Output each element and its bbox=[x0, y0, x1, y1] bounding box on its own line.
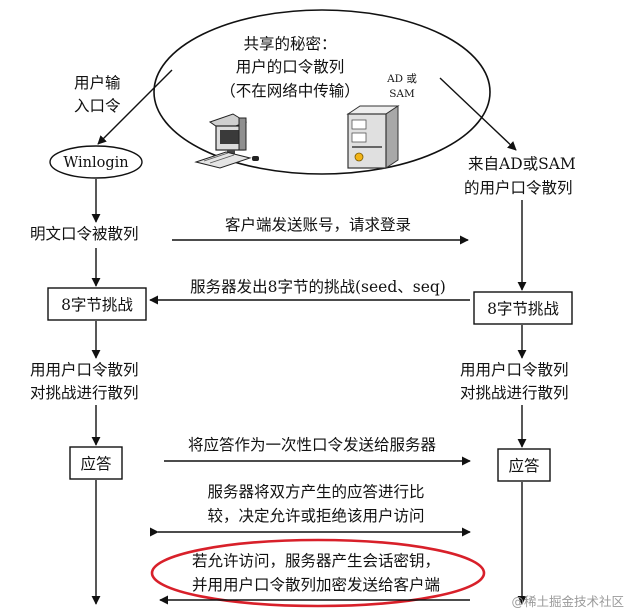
server-challenge-label: 8字节挑战 bbox=[487, 300, 559, 318]
winlogin-ellipse bbox=[49, 145, 143, 179]
client-respond-line-2: 对挑战进行散列 bbox=[30, 384, 139, 402]
server-answer-label: 应答 bbox=[508, 456, 540, 475]
watermark: @稀土掘金技术社区 bbox=[511, 594, 624, 609]
shared-secret-ellipse bbox=[153, 9, 491, 175]
winlogin-label: Winlogin bbox=[63, 155, 128, 171]
server-source-line-2: 的用户口令散列 bbox=[464, 179, 573, 197]
client-hash-step: 明文口令被散列 bbox=[30, 225, 139, 243]
message-session-line-2: 并用用户口令散列加密发送给客户端 bbox=[192, 576, 440, 594]
server-source-line-1: 来自AD或SAM bbox=[468, 155, 576, 173]
message-login: 客户端发送账号，请求登录 bbox=[225, 216, 411, 234]
client-answer-label: 应答 bbox=[80, 454, 112, 473]
server-challenge-box bbox=[473, 291, 573, 325]
session-key-highlight bbox=[150, 538, 486, 608]
secret-line-1: 共享的秘密： bbox=[243, 35, 336, 53]
secret-line-3: （不在网络中传输） bbox=[220, 82, 360, 100]
client-answer-box bbox=[69, 446, 123, 480]
server-label-line-2: SAM bbox=[389, 88, 415, 100]
client-respond-line-1: 用用户口令散列 bbox=[30, 361, 139, 379]
server-answer-box bbox=[497, 448, 551, 482]
client-input-line-1: 用户输 bbox=[74, 74, 121, 92]
server-label-line-1: AD 或 bbox=[386, 73, 417, 85]
client-challenge-label: 8字节挑战 bbox=[61, 296, 133, 314]
message-challenge: 服务器发出8字节的挑战(seed、seq) bbox=[190, 278, 446, 296]
message-compare-line-2: 较，决定允许或拒绝该用户访问 bbox=[207, 507, 424, 525]
message-compare-line-1: 服务器将双方产生的应答进行比 bbox=[207, 482, 424, 501]
server-tower-icon bbox=[346, 105, 400, 169]
message-session-line-1: 若允许访问，服务器产生会话密钥， bbox=[192, 552, 440, 570]
secret-line-2: 用户的口令散列 bbox=[236, 58, 345, 76]
message-send-answer: 将应答作为一次性口令发送给服务器 bbox=[188, 435, 437, 454]
desktop-computer-icon bbox=[194, 113, 259, 169]
client-input-line-2: 入口令 bbox=[74, 97, 121, 115]
arrow-secret-to-winlogin bbox=[97, 69, 173, 145]
arrow-secret-to-server bbox=[439, 77, 517, 151]
server-respond-line-1: 用用户口令散列 bbox=[460, 361, 569, 379]
server-respond-line-2: 对挑战进行散列 bbox=[460, 384, 569, 402]
client-challenge-box bbox=[47, 287, 147, 321]
